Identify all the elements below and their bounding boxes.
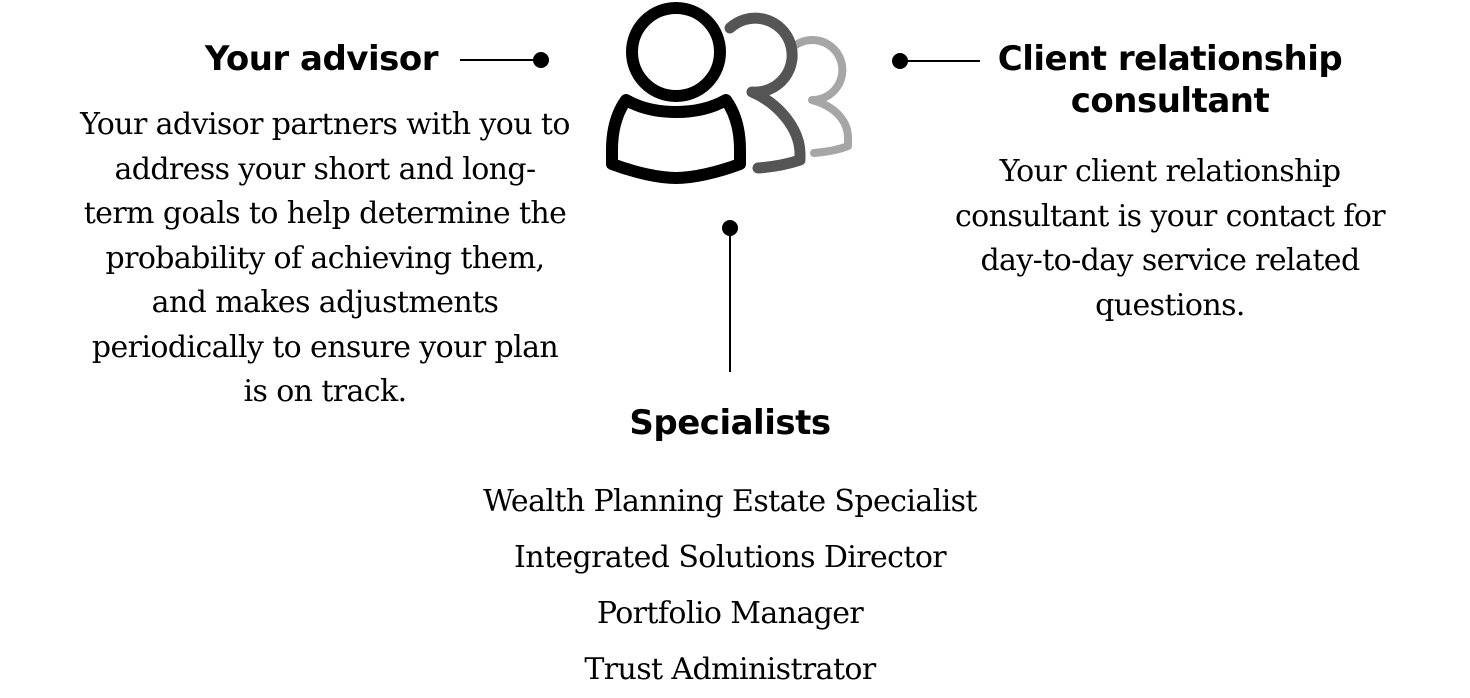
people-group-icon (606, 2, 852, 184)
person-middle-icon (724, 12, 806, 174)
specialists-connector (722, 220, 738, 372)
person-back-icon (786, 36, 852, 157)
specialist-item: Trust Administrator (584, 652, 876, 687)
specialists-title: Specialists (629, 403, 831, 443)
specialist-item: Wealth Planning Estate Specialist (483, 484, 977, 519)
advisor-description: Your advisor partners with you to addres… (80, 107, 570, 409)
specialists-list: Wealth Planning Estate Specialist Integr… (380, 474, 1080, 698)
crc-description: Your client relationship consultant is y… (954, 154, 1386, 323)
crc-title: Client relationship consultant (997, 39, 1343, 121)
advisor-connector (460, 52, 549, 68)
specialist-item: Portfolio Manager (596, 596, 864, 631)
specialist-item: Integrated Solutions Director (513, 540, 947, 575)
person-front-icon (606, 2, 746, 184)
advisor-title: Your advisor (204, 39, 439, 79)
